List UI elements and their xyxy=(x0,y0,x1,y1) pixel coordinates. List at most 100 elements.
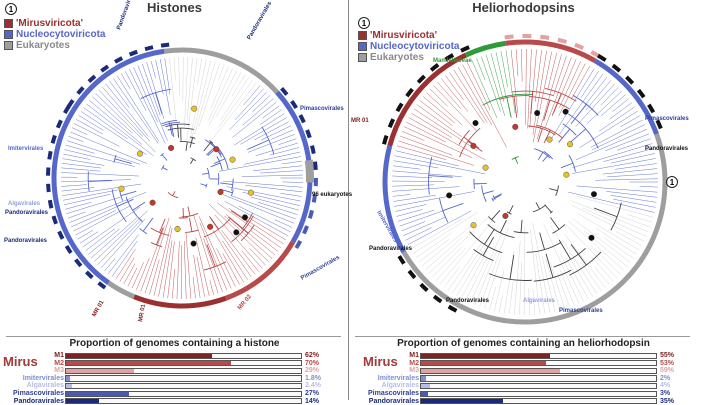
tree-leaf xyxy=(263,106,280,118)
bar-fill xyxy=(66,392,129,396)
tree-leaf xyxy=(197,59,201,85)
tree-node xyxy=(214,146,220,152)
tree-leaf xyxy=(81,111,146,154)
tree-leaf xyxy=(481,56,500,111)
legend-item-mirus: 'Mirusviricota' xyxy=(4,18,105,29)
tree-leaf xyxy=(393,195,435,201)
tree-clade-tick xyxy=(53,135,55,143)
tree-branch xyxy=(247,140,269,149)
tree-clade-tick xyxy=(431,65,438,71)
tree-clade-tick xyxy=(76,260,81,266)
tree-leaf xyxy=(480,228,509,307)
tree-branch xyxy=(509,205,513,213)
bar-fill xyxy=(421,384,430,388)
tree-clade-tick xyxy=(409,271,415,278)
tree-leaf xyxy=(565,234,606,288)
panel-title: Heliorhodopsins xyxy=(349,0,698,15)
tree-leaf xyxy=(223,253,240,284)
swatch-nucleo xyxy=(358,42,367,51)
legend-item-nucleo: Nucleocytoviricota xyxy=(358,41,459,52)
tree-leaf xyxy=(141,226,165,291)
tree-leaf xyxy=(105,258,116,271)
tree-branch xyxy=(507,96,512,117)
tree-clade-tick xyxy=(292,101,296,108)
tree-leaf xyxy=(406,122,446,142)
tree-node xyxy=(483,165,489,171)
marker-one: 1 xyxy=(358,17,370,29)
tree-leaf xyxy=(98,219,142,265)
tree-leaf xyxy=(613,199,655,207)
legend-label: Nucleocytoviricota xyxy=(16,29,105,40)
tree-leaf xyxy=(75,205,131,235)
tree-leaf xyxy=(604,237,634,258)
tree-clade-tick xyxy=(638,90,643,97)
bar-value: 2.4% xyxy=(305,382,321,390)
tree-leaf xyxy=(260,170,303,173)
bar-track xyxy=(420,375,657,381)
tree-ring-segment xyxy=(164,50,277,92)
tree-branch xyxy=(200,184,206,186)
tree-leaf xyxy=(423,97,455,124)
tree-clade-tick xyxy=(48,184,49,192)
tree-branch xyxy=(510,255,514,279)
tree-clade-tick xyxy=(78,87,83,93)
tree-leaf xyxy=(134,67,158,122)
tree-leaf xyxy=(63,159,105,166)
tree-node xyxy=(564,172,570,178)
tree-clade-tick xyxy=(390,119,394,127)
tree-leaf xyxy=(197,257,205,297)
legend-item-euk: Eukaryotes xyxy=(358,52,459,63)
tree-clade-tick xyxy=(613,65,620,71)
tree-clade-tick xyxy=(99,283,106,288)
bar-value: 55% xyxy=(660,352,674,360)
tree-label-mr02: MR 02 xyxy=(237,293,253,311)
tree-leaf xyxy=(603,169,658,175)
tree-leaf xyxy=(463,65,507,148)
tree-branch xyxy=(484,229,494,245)
tree-clade-tick xyxy=(505,36,514,37)
tree-clade-tick xyxy=(399,256,404,264)
tree-leaf xyxy=(521,49,522,81)
tree-label-pandoravirales: Pandoravirales xyxy=(4,238,48,244)
bar-track xyxy=(420,391,657,397)
bar-fill xyxy=(421,361,546,365)
bar-label: M2 xyxy=(409,360,419,368)
tree-branch xyxy=(571,129,586,142)
legend: 'Mirusviricota' Nucleocytoviricota Eukar… xyxy=(358,30,459,63)
tree-leaf xyxy=(560,254,583,302)
marker-one-tree: 1 xyxy=(666,176,678,188)
tree-leaf xyxy=(270,147,299,155)
tree-label-algavirales: Algavirales xyxy=(523,298,556,304)
bar-value: 53% xyxy=(660,360,674,368)
tree-leaf xyxy=(408,211,471,245)
bar-fill xyxy=(66,384,72,388)
legend-item-mirus: 'Mirusviricota' xyxy=(358,30,459,41)
tree-leaf xyxy=(476,58,485,80)
tree-branch xyxy=(143,218,153,231)
tree-branch xyxy=(190,159,193,164)
tree-branch xyxy=(189,218,191,231)
tree-branch xyxy=(540,233,545,250)
tree-leaf xyxy=(578,214,639,250)
tree-node xyxy=(534,110,540,116)
legend-label: 'Mirusviricota' xyxy=(16,18,83,29)
tree-clade-tick xyxy=(58,120,61,127)
bar-fill xyxy=(421,392,428,396)
bar-track xyxy=(420,360,657,366)
tree-leaf xyxy=(254,122,289,140)
tree-node xyxy=(191,106,197,112)
tree-clade-tick xyxy=(130,52,138,55)
tree-leaf xyxy=(392,185,434,186)
tree-clade-tick xyxy=(282,88,287,94)
tree-leaf xyxy=(128,268,137,286)
tree-clade-tick xyxy=(626,77,632,83)
bar-track xyxy=(65,353,302,359)
tree-clade-tick xyxy=(310,210,312,218)
legend-label: 'Mirusviricota' xyxy=(370,30,437,41)
tree-branch xyxy=(521,220,522,233)
tree-leaf xyxy=(441,79,468,112)
